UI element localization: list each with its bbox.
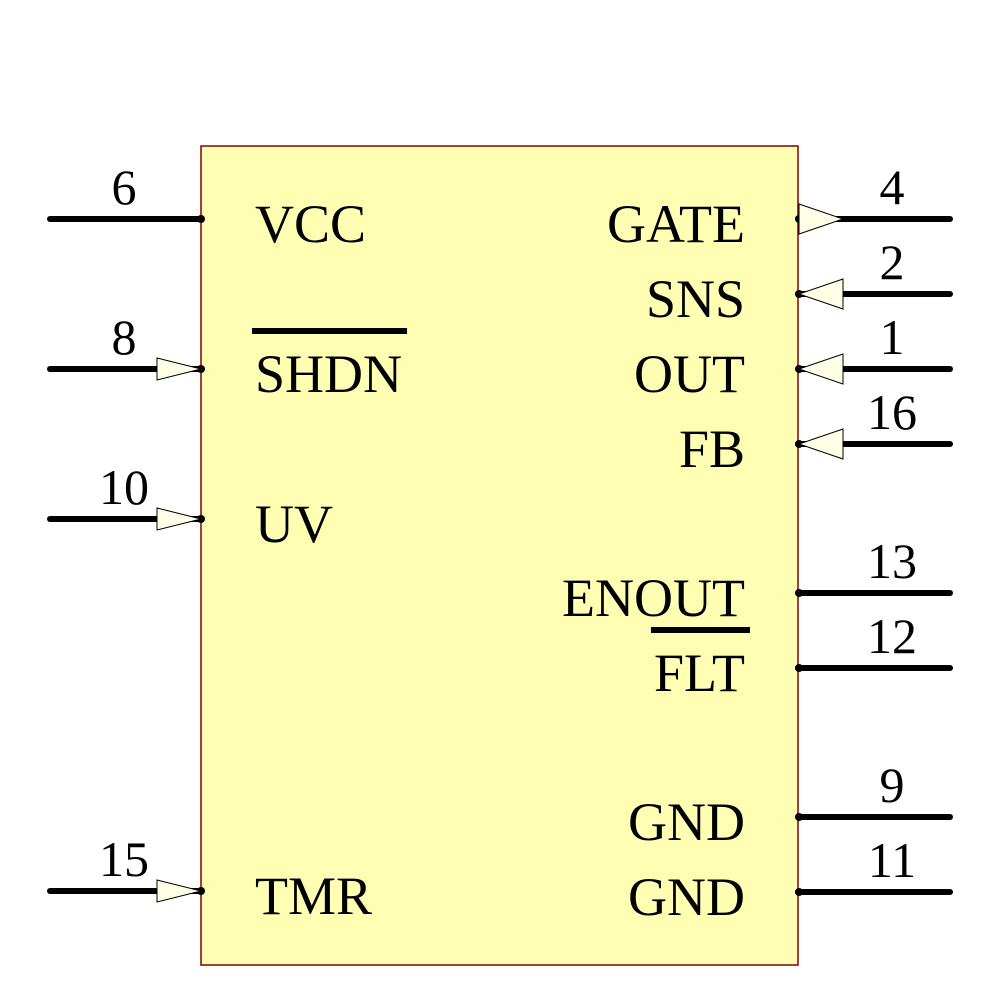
pin-label: SNS	[646, 269, 745, 329]
pin-dot	[795, 888, 803, 896]
pin-label: GND	[628, 867, 745, 927]
pin-number: 8	[112, 309, 137, 365]
pin-label: SHDN	[255, 344, 402, 404]
pin-number: 2	[880, 234, 905, 290]
pin-number: 10	[99, 459, 149, 515]
pin-dot	[197, 215, 205, 223]
pin-direction-arrow-icon	[797, 278, 844, 310]
pin-direction-arrow-icon	[156, 357, 202, 381]
pin-direction-arrow-icon	[156, 507, 202, 531]
pin-dot	[795, 589, 803, 597]
pin-number: 12	[867, 608, 917, 664]
pin-label: GATE	[607, 194, 745, 254]
pin-number: 11	[868, 832, 916, 888]
pin-label: FLT	[654, 643, 745, 703]
pin-label: OUT	[634, 344, 745, 404]
pin-number: 9	[880, 757, 905, 813]
pin-direction-arrow-icon	[797, 353, 844, 385]
pin-label: UV	[255, 494, 333, 554]
pin-number: 13	[867, 533, 917, 589]
pin-direction-arrow-icon	[797, 428, 844, 460]
pin-label: TMR	[255, 866, 372, 926]
pin-number: 15	[99, 831, 149, 887]
pin-number: 4	[880, 159, 905, 215]
pin-label: GND	[628, 792, 745, 852]
pin-label: VCC	[255, 194, 366, 254]
pin-direction-arrow-icon	[798, 203, 845, 235]
ic-body	[200, 145, 799, 966]
pin-number: 1	[880, 309, 905, 365]
pin-label: ENOUT	[562, 568, 745, 628]
pin-number: 6	[112, 159, 137, 215]
pin-number: 16	[867, 384, 917, 440]
pin-direction-arrow-icon	[156, 879, 202, 903]
pin-dot	[795, 664, 803, 672]
pin-dot	[795, 813, 803, 821]
pin-label: FB	[679, 419, 745, 479]
